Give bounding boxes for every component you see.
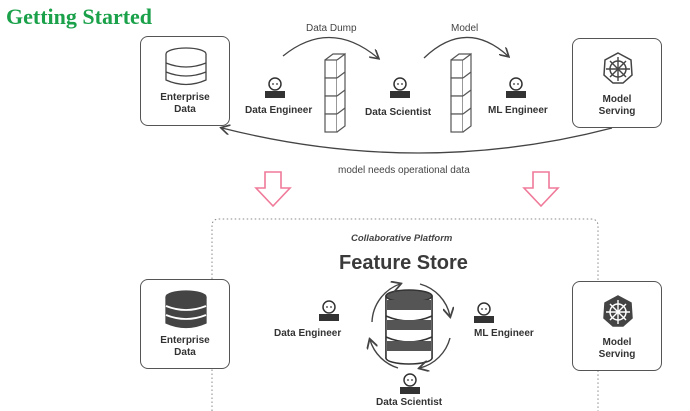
wall-icon — [450, 52, 472, 133]
role-data-engineer: Data Engineer — [274, 328, 342, 339]
feedback-label: model needs operational data — [338, 165, 470, 176]
role-data-scientist: Data Scientist — [376, 397, 443, 408]
data-dump-arrow — [282, 36, 378, 58]
helm-icon — [603, 295, 633, 327]
person-icon — [265, 77, 285, 98]
data-dump-label: Data Dump — [306, 23, 357, 34]
model-serving-label-1: Model — [602, 337, 632, 348]
role-ml-engineer: ML Engineer — [474, 328, 534, 339]
down-arrow — [254, 171, 292, 208]
page-title: Getting Started — [6, 4, 153, 29]
model-serving-box: Model Serving — [572, 38, 662, 128]
person-icon — [319, 300, 339, 321]
enterprise-data-box: Enterprise Data — [140, 36, 230, 126]
person-icon — [474, 302, 494, 323]
feature-store-cylinder-icon — [385, 289, 433, 365]
role-data-scientist: Data Scientist — [365, 107, 432, 118]
model-serving-label-1: Model — [602, 94, 632, 105]
role-ml-engineer: ML Engineer — [488, 105, 548, 116]
role-data-engineer: Data Engineer — [245, 105, 313, 116]
wall-icon — [324, 52, 346, 133]
cycle-arrows — [370, 284, 450, 368]
enterprise-data-label-2: Data — [174, 104, 196, 115]
person-icon — [390, 77, 410, 98]
model-serving-label-2: Serving — [598, 106, 636, 117]
model-serving-label-2: Serving — [598, 349, 636, 360]
enterprise-data-label-1: Enterprise — [160, 335, 210, 346]
enterprise-data-box: Enterprise Data — [140, 279, 230, 369]
enterprise-data-label-1: Enterprise — [160, 92, 210, 103]
model-arrow — [423, 36, 508, 59]
person-icon — [400, 373, 420, 394]
platform-border — [211, 218, 599, 411]
platform-title: Feature Store — [339, 252, 468, 274]
down-arrow — [522, 171, 560, 208]
feedback-arrow — [222, 128, 613, 154]
model-serving-box: Model Serving — [572, 281, 662, 371]
database-icon — [165, 290, 207, 329]
person-icon — [506, 77, 526, 98]
platform-subtitle: Collaborative Platform — [351, 233, 453, 244]
helm-icon — [603, 52, 633, 84]
model-label: Model — [451, 23, 479, 34]
database-icon — [165, 47, 207, 86]
enterprise-data-label-2: Data — [174, 347, 196, 358]
